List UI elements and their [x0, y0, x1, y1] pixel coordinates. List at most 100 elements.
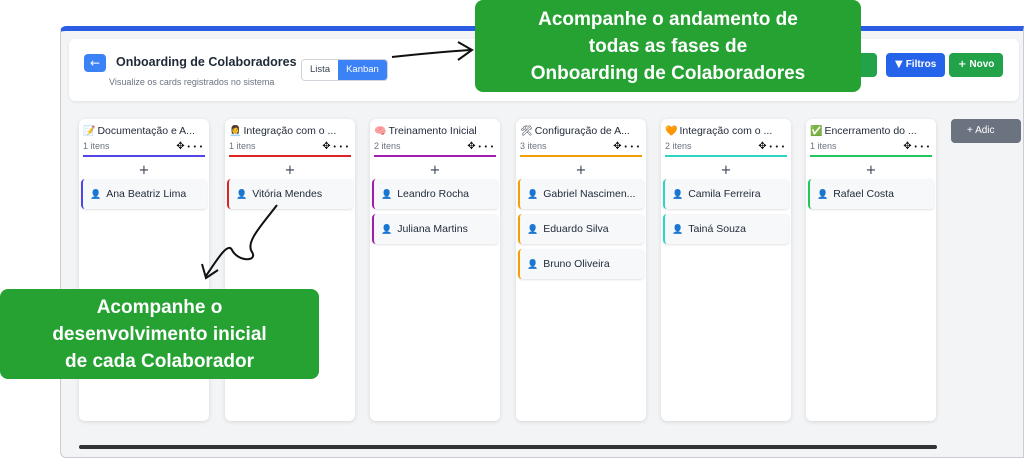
- person-icon: 👤: [381, 190, 393, 200]
- arrow-left-icon: ←: [89, 56, 101, 70]
- column-meta: 2 itens ✥•••: [374, 141, 496, 155]
- card-name: Rafael Costa: [833, 188, 894, 200]
- card-name: Leandro Rocha: [397, 188, 470, 200]
- callout-development-line-3: de cada Colaborador: [65, 351, 254, 372]
- kanban-column: 🧡Integração com o ...2 itens✥•••+👤Camila…: [661, 119, 791, 421]
- column-count: 1 itens: [229, 141, 256, 151]
- more-options-icon[interactable]: •••: [623, 143, 642, 151]
- person-icon: 👤: [381, 225, 393, 235]
- plus-icon: +: [958, 59, 967, 70]
- add-card-button[interactable]: +: [138, 163, 150, 178]
- column-meta: 3 itens ✥•••: [520, 141, 642, 155]
- more-options-icon[interactable]: •••: [913, 143, 932, 151]
- person-icon: 👤: [672, 190, 684, 200]
- kanban-card[interactable]: 👤 Eduardo Silva: [518, 214, 644, 244]
- callout-phases-line-2: todas as fases de: [588, 36, 748, 57]
- card-name: Juliana Martins: [397, 223, 468, 235]
- add-card-button[interactable]: +: [429, 163, 441, 178]
- filter-icon: ▼: [895, 59, 903, 70]
- column-color-bar: [229, 155, 351, 157]
- move-icon[interactable]: ✥: [322, 141, 333, 152]
- more-options-icon[interactable]: •••: [332, 143, 351, 151]
- person-icon: 👤: [527, 260, 539, 270]
- card-name: Ana Beatriz Lima: [106, 188, 187, 200]
- card-name: Camila Ferreira: [688, 188, 761, 200]
- back-button[interactable]: ←: [84, 54, 106, 72]
- more-options-icon[interactable]: •••: [768, 143, 787, 151]
- move-icon[interactable]: ✥: [467, 141, 478, 152]
- add-card-button[interactable]: +: [575, 163, 587, 178]
- person-icon: 👤: [817, 190, 829, 200]
- add-column-button[interactable]: + Adic: [951, 119, 1021, 143]
- add-card-button[interactable]: +: [284, 163, 296, 178]
- add-card-button[interactable]: +: [720, 163, 732, 178]
- add-card-button[interactable]: +: [865, 163, 877, 178]
- column-count: 1 itens: [83, 141, 110, 151]
- callout-phases: Acompanhe o andamento de todas as fases …: [475, 0, 861, 92]
- kanban-card[interactable]: 👤 Camila Ferreira: [663, 179, 789, 209]
- arrow-to-card-head: [201, 263, 219, 280]
- filters-label: Filtros: [905, 59, 937, 70]
- move-icon[interactable]: ✥: [758, 141, 769, 152]
- more-options-icon[interactable]: •••: [186, 143, 205, 151]
- kanban-card[interactable]: 👤 Rafael Costa: [808, 179, 934, 209]
- kanban-card[interactable]: 👤 Juliana Martins: [372, 214, 498, 244]
- column-count: 2 itens: [665, 141, 692, 151]
- horizontal-scrollbar[interactable]: [79, 445, 937, 449]
- arrow-to-card: [205, 204, 278, 277]
- column-color-bar: [83, 155, 205, 157]
- person-icon: 👤: [90, 190, 102, 200]
- new-label: Novo: [969, 59, 995, 70]
- callout-phases-line-3: Onboarding de Colaboradores: [530, 63, 806, 84]
- card-name: Vitória Mendes: [252, 188, 323, 200]
- column-meta: 1 itens ✥•••: [83, 141, 205, 155]
- arrow-to-header: [391, 49, 471, 58]
- kanban-card[interactable]: 👤 Tainá Souza: [663, 214, 789, 244]
- kanban-card[interactable]: 👤Vitória Mendes: [227, 179, 353, 209]
- column-tools: ✥•••: [613, 141, 642, 152]
- column-tools: ✥•••: [176, 141, 205, 152]
- callout-development: Acompanhe o desenvolvimento inicial de c…: [0, 289, 319, 379]
- column-tools: ✥•••: [467, 141, 496, 152]
- column-tools: ✥•••: [903, 141, 932, 152]
- card-name: Gabriel Nascimen...: [543, 188, 636, 200]
- column-meta: 2 itens ✥•••: [665, 141, 787, 155]
- move-icon[interactable]: ✥: [176, 141, 187, 152]
- filters-button[interactable]: ▼Filtros: [886, 53, 946, 77]
- column-meta: 1 itens ✥•••: [810, 141, 932, 155]
- view-list-button[interactable]: Lista: [302, 60, 339, 80]
- callout-development-line-1: Acompanhe o: [96, 297, 223, 318]
- kanban-card[interactable]: 👤 Gabriel Nascimen...: [518, 179, 644, 209]
- person-icon: 👤: [672, 225, 684, 235]
- column-count: 3 itens: [520, 141, 547, 151]
- more-options-icon[interactable]: •••: [477, 143, 496, 151]
- column-color-bar: [520, 155, 642, 157]
- arrow-to-header-head: [457, 41, 474, 61]
- column-count: 2 itens: [374, 141, 401, 151]
- card-name: Eduardo Silva: [543, 223, 609, 235]
- person-icon: 👤: [527, 225, 539, 235]
- new-button[interactable]: +Novo: [949, 53, 1004, 77]
- kanban-column: ✅Encerramento do ...1 itens✥•••+👤Rafael …: [806, 119, 936, 421]
- page-subtitle: Visualize os cards registrados no sistem…: [109, 77, 275, 87]
- view-toggle: Lista Kanban: [301, 59, 388, 81]
- move-icon[interactable]: ✥: [613, 141, 624, 152]
- column-color-bar: [374, 155, 496, 157]
- column-color-bar: [810, 155, 932, 157]
- person-icon: 👤: [527, 190, 539, 200]
- column-color-bar: [665, 155, 787, 157]
- kanban-card[interactable]: 👤 Leandro Rocha: [372, 179, 498, 209]
- column-tools: ✥•••: [322, 141, 351, 152]
- kanban-card[interactable]: 👤 Ana Beatriz Lima: [81, 179, 207, 209]
- card-name: Tainá Souza: [688, 223, 747, 235]
- view-kanban-button[interactable]: Kanban: [338, 60, 387, 80]
- kanban-card[interactable]: 👤 Bruno Oliveira: [518, 249, 644, 279]
- card-name: Bruno Oliveira: [543, 258, 610, 270]
- move-icon[interactable]: ✥: [903, 141, 914, 152]
- kanban-column: 🛠Configuração de A...3 itens✥•••+👤Gabrie…: [516, 119, 646, 421]
- callout-phases-line-1: Acompanhe o andamento de: [538, 9, 798, 30]
- column-count: 1 itens: [810, 141, 837, 151]
